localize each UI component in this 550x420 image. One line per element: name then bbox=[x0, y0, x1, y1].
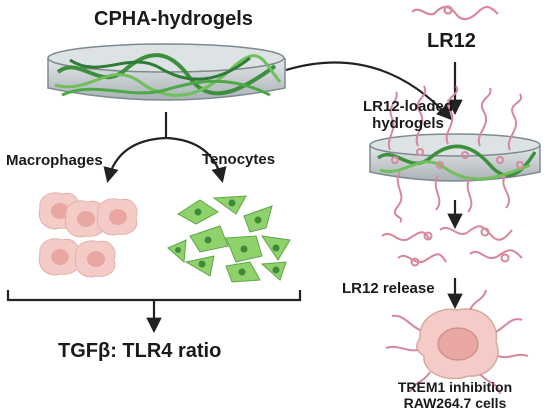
arrow-to-loaded bbox=[285, 61, 453, 121]
label-loaded-line2: hydrogels bbox=[372, 115, 444, 133]
cpha-hydrogel-disc bbox=[47, 43, 286, 101]
label-lr12-release: LR12 release bbox=[342, 280, 435, 297]
label-trem1-line2: RAW264.7 cells bbox=[403, 395, 507, 412]
raw-cell-icon bbox=[385, 289, 529, 395]
label-cpha-hydrogels: CPHA-hydrogels bbox=[94, 8, 253, 30]
label-trem1-raw-cells: TREM1 inhibition RAW264.7 cells bbox=[360, 379, 550, 411]
branch-arrows bbox=[103, 112, 227, 183]
label-lr12: LR12 bbox=[427, 30, 476, 52]
label-trem1-line1: TREM1 inhibition bbox=[397, 379, 513, 395]
loaded-hydrogel-disc bbox=[369, 133, 541, 182]
label-loaded-line1: LR12-loaded bbox=[362, 98, 453, 115]
bracket-to-ratio bbox=[6, 290, 302, 334]
label-tenocytes: Tenocytes bbox=[202, 151, 276, 168]
lr12-peptide-icon bbox=[411, 5, 499, 21]
macrophage-cluster bbox=[38, 192, 138, 278]
tenocyte-cluster bbox=[167, 195, 291, 283]
label-tgfb-tlr4-ratio: TGFβ: TLR4 ratio bbox=[58, 340, 222, 362]
label-macrophages: Macrophages bbox=[6, 152, 103, 169]
released-peptides bbox=[381, 225, 523, 267]
label-lr12-loaded-hydrogels: LR12-loaded hydrogels bbox=[356, 98, 460, 133]
loaded-peptides bbox=[387, 85, 524, 223]
